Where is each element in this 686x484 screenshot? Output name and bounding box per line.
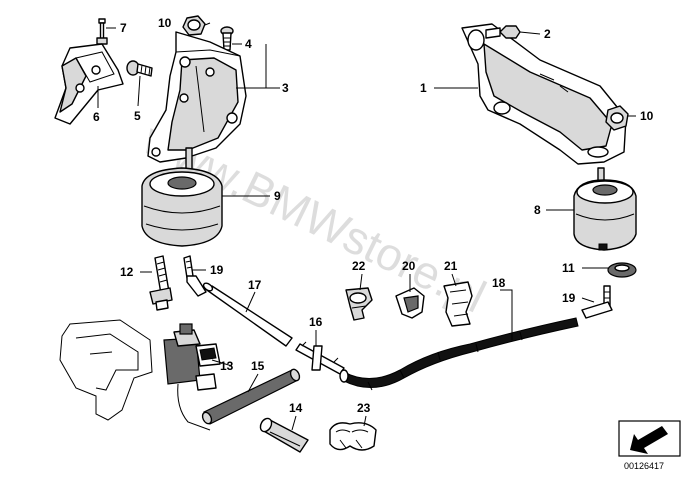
- bolt-7: [96, 18, 108, 45]
- nut-10-right: [605, 105, 629, 131]
- engine-bracket-3: [147, 31, 247, 163]
- document-number: 00126417: [624, 461, 664, 471]
- hose-14: [259, 417, 309, 453]
- label-18: 18: [492, 276, 506, 290]
- connector-19-left: [183, 255, 207, 297]
- hose-15: [201, 368, 301, 425]
- bolt-12: [149, 255, 173, 311]
- label-5: 5: [134, 109, 141, 123]
- clip-22: [345, 287, 373, 321]
- label-2: 2: [544, 27, 551, 41]
- leader-lines: [97, 22, 636, 431]
- label-3: 3: [282, 81, 289, 95]
- label-10-right: 10: [640, 109, 654, 123]
- label-23: 23: [357, 401, 371, 415]
- label-15: 15: [251, 359, 265, 373]
- bracket-6: [54, 43, 124, 125]
- arrow-corner-icon: [618, 420, 681, 457]
- hose-18: [339, 317, 579, 391]
- washer-11: [607, 262, 637, 278]
- label-16: 16: [309, 315, 323, 329]
- label-6: 6: [93, 110, 100, 124]
- mount-arm-1: [461, 23, 627, 165]
- connector-19-right: [581, 285, 613, 319]
- bolt-2: [485, 25, 521, 39]
- label-1: 1: [420, 81, 427, 95]
- label-9: 9: [274, 189, 281, 203]
- mounting-bracket-outline: [59, 319, 153, 421]
- bolt-5: [126, 60, 153, 77]
- label-22: 22: [352, 259, 366, 273]
- label-10-top: 10: [158, 16, 172, 30]
- clip-21: [443, 281, 473, 327]
- engine-mount-8: [573, 167, 637, 251]
- label-21: 21: [444, 259, 458, 273]
- label-19-left: 19: [210, 263, 224, 277]
- label-17: 17: [248, 278, 262, 292]
- clip-23: [329, 422, 377, 451]
- label-19-right: 19: [562, 291, 576, 305]
- bolt-4: [220, 26, 234, 51]
- label-20: 20: [402, 259, 416, 273]
- nut-10-top: [182, 15, 206, 36]
- label-8: 8: [534, 203, 541, 217]
- label-7: 7: [120, 21, 127, 35]
- label-12: 12: [120, 265, 134, 279]
- label-13: 13: [220, 359, 234, 373]
- engine-mount-9: [141, 147, 223, 247]
- part-number-labels: 7 10 4 3 5 6 9 12 19 17 16 13 15 14 23 2…: [93, 16, 654, 415]
- label-4: 4: [245, 37, 252, 51]
- clip-20: [395, 287, 425, 319]
- label-11: 11: [562, 261, 575, 275]
- label-14: 14: [289, 401, 303, 415]
- hose-17: [202, 282, 293, 347]
- t-connector-16: [295, 341, 345, 375]
